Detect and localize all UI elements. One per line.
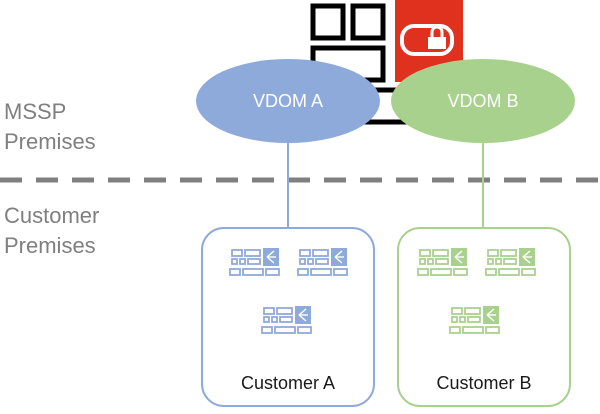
customer-premises-label-line2: Premises: [4, 233, 96, 258]
mssp-premises-label-line2: Premises: [4, 129, 96, 154]
mssp-premises-label-line1: MSSP: [4, 99, 67, 124]
vdom-a-label: VDOM A: [252, 91, 323, 111]
customer-b-label: Customer B: [436, 373, 532, 393]
vdom-b-node: [391, 59, 575, 143]
vdom-a-node: [196, 59, 380, 143]
lock-icon: [400, 24, 454, 56]
vdom-b-label: VDOM B: [447, 91, 519, 111]
customer-a-label: Customer A: [240, 373, 336, 393]
customer-premises-label-line1: Customer: [4, 203, 100, 228]
